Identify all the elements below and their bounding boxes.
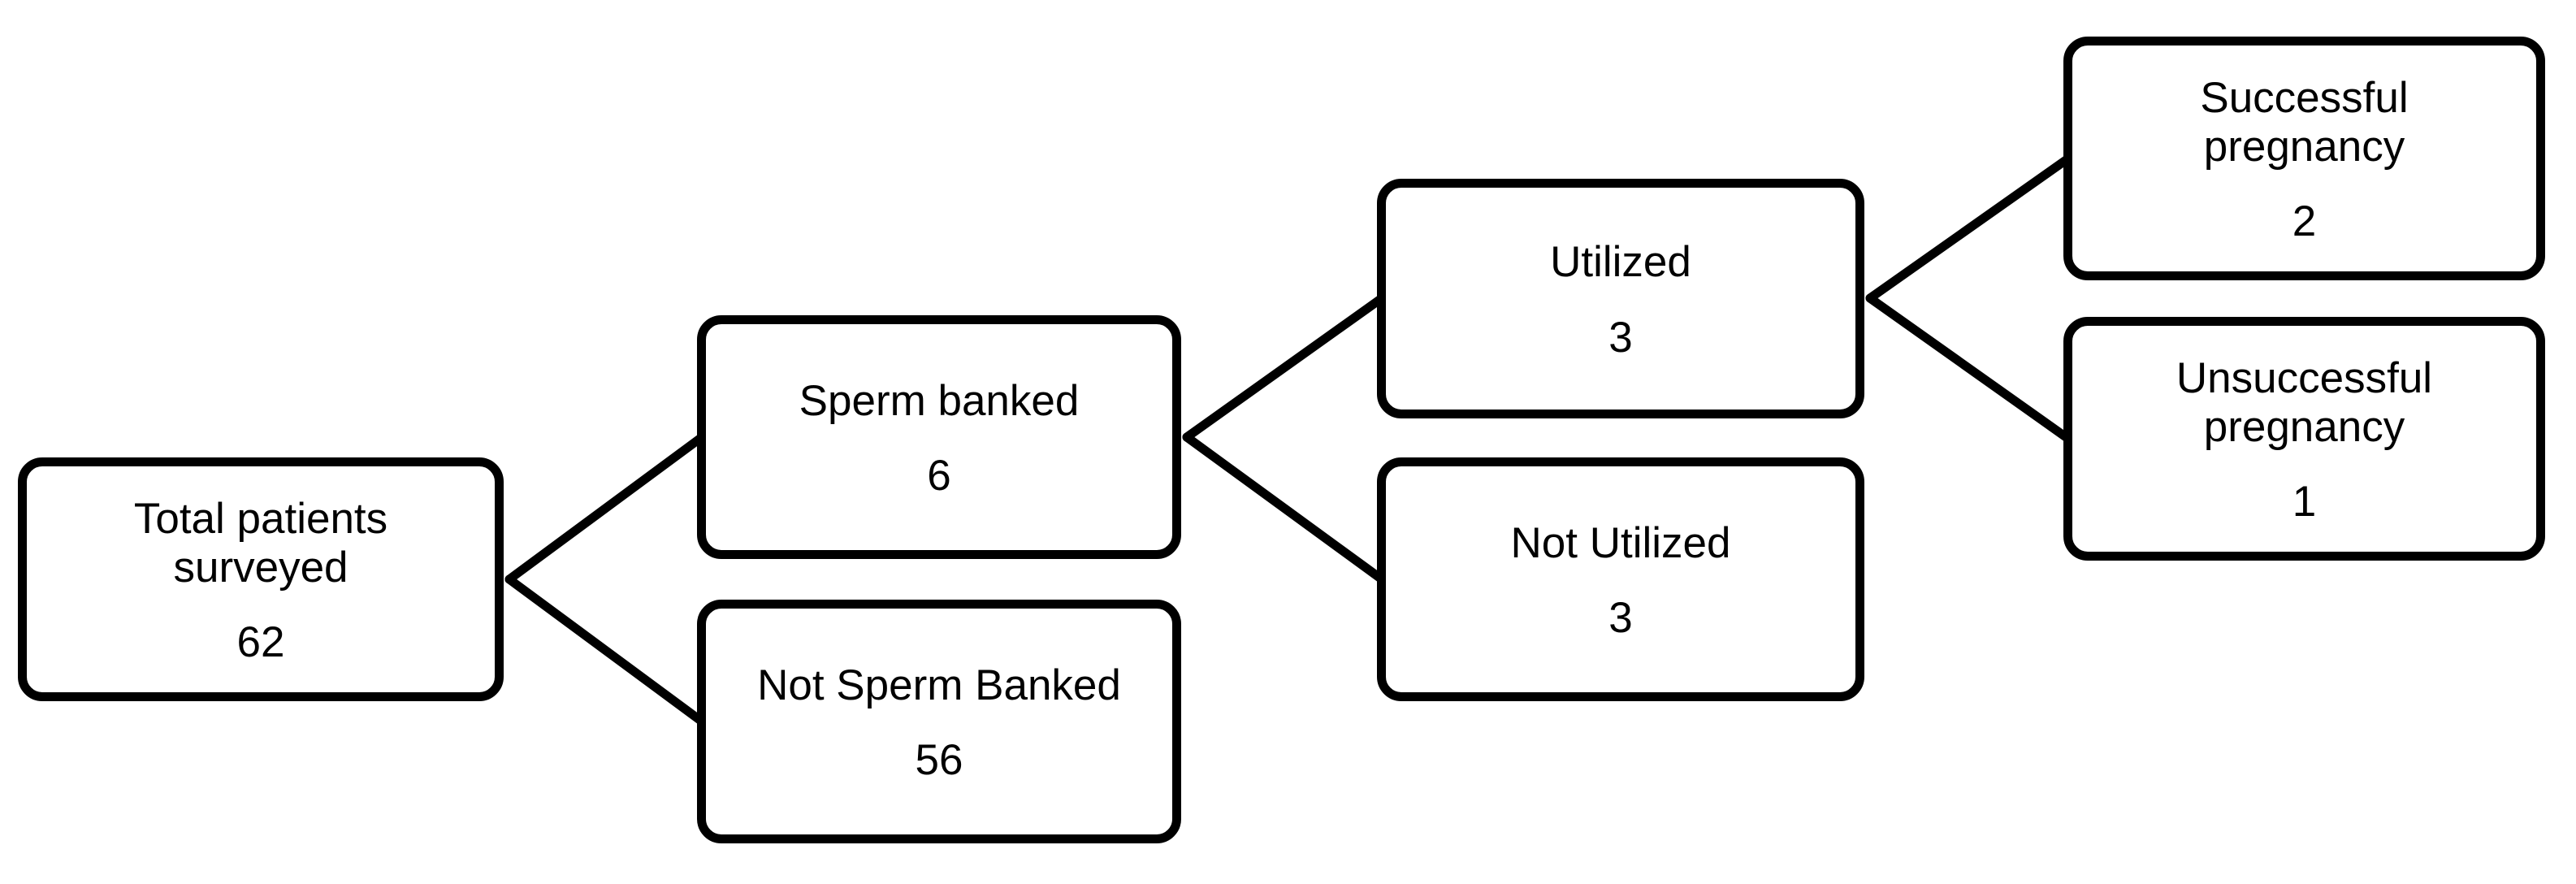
- node-value: 6: [927, 452, 951, 500]
- node-utilized: Utilized 3: [1377, 179, 1864, 418]
- node-not-sperm-banked: Not Sperm Banked 56: [697, 600, 1181, 843]
- node-label: Utilized: [1550, 238, 1691, 287]
- node-label: Successful pregnancy: [2200, 74, 2409, 171]
- edge-sperm-banked-to-utilized: [1182, 293, 1387, 442]
- node-sperm-banked: Sperm banked 6: [697, 315, 1181, 559]
- edge-total-to-not-sperm-banked: [504, 574, 707, 726]
- node-unsuccessful-pregnancy: Unsuccessful pregnancy 1: [2063, 317, 2545, 561]
- node-label: Unsuccessful pregnancy: [2176, 354, 2433, 451]
- node-label: Not Utilized: [1510, 518, 1731, 567]
- node-value: 1: [2292, 477, 2317, 526]
- node-label: Sperm banked: [799, 376, 1080, 425]
- node-label: Total patients surveyed: [133, 495, 388, 592]
- node-value: 3: [1608, 594, 1633, 643]
- node-value: 56: [915, 736, 963, 785]
- edge-sperm-banked-to-not-utilized: [1182, 432, 1387, 584]
- edge-utilized-to-successful: [1865, 154, 2073, 303]
- node-not-utilized: Not Utilized 3: [1377, 457, 1864, 701]
- edge-total-to-sperm-banked: [504, 432, 707, 584]
- node-value: 3: [1608, 313, 1633, 362]
- node-total-patients-surveyed: Total patients surveyed 62: [18, 457, 504, 701]
- edge-utilized-to-unsuccessful: [1865, 293, 2073, 444]
- node-value: 62: [236, 618, 285, 666]
- node-successful-pregnancy: Successful pregnancy 2: [2063, 37, 2545, 280]
- node-value: 2: [2292, 197, 2317, 245]
- node-label: Not Sperm Banked: [757, 661, 1121, 709]
